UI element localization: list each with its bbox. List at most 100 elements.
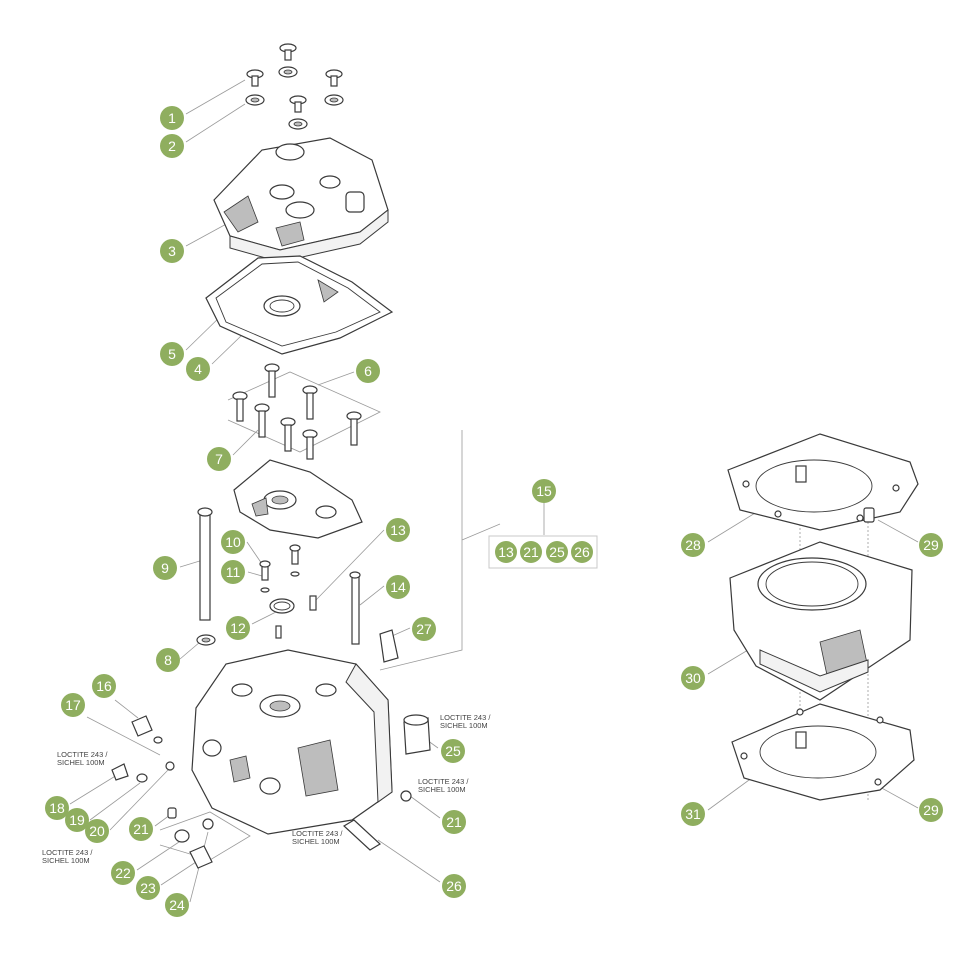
loctite-notes: LOCTITE 243 / SICHEL 100M LOCTITE 243 / … <box>42 713 491 865</box>
kit-item-label: 13 <box>498 544 514 560</box>
callout-20[interactable]: 20 <box>85 819 109 843</box>
callout-2[interactable]: 2 <box>160 134 184 158</box>
cylinder-head-stud <box>196 507 216 646</box>
callout-27[interactable]: 27 <box>412 617 436 641</box>
callout-28[interactable]: 28 <box>681 533 705 557</box>
callout-label: 14 <box>390 579 406 595</box>
callout-label: 31 <box>685 806 701 822</box>
callout-label: 30 <box>685 670 701 686</box>
note-n3-line1: LOCTITE 243 / <box>418 777 469 786</box>
callout-label: 11 <box>226 564 241 580</box>
kit-item-25[interactable]: 25 <box>546 541 568 563</box>
callout-label: 21 <box>133 821 149 837</box>
callout-label: 18 <box>49 800 65 816</box>
note-n3-line2: SICHEL 100M <box>418 785 466 794</box>
callout-24[interactable]: 24 <box>165 893 189 917</box>
kit-item-13[interactable]: 13 <box>495 541 517 563</box>
kit-item-label: 26 <box>574 544 590 560</box>
head-gasket <box>727 433 919 531</box>
note-n5-line2: SICHEL 100M <box>42 856 90 865</box>
cylinder-head <box>191 649 393 835</box>
cylinder <box>729 541 913 701</box>
callout-label: 23 <box>140 880 156 896</box>
cover-bolts-1 <box>245 43 344 130</box>
small-head-parts <box>259 544 317 639</box>
note-n1-line2: SICHEL 100M <box>440 721 488 730</box>
callout-14[interactable]: 14 <box>386 575 410 599</box>
head-fittings <box>111 715 412 869</box>
sleeve-and-tube <box>343 714 431 851</box>
callout-26[interactable]: 26 <box>442 874 466 898</box>
callout-label: 19 <box>69 812 85 828</box>
note-n1-line1: LOCTITE 243 / <box>440 713 491 722</box>
callout-22[interactable]: 22 <box>111 861 135 885</box>
callout-13[interactable]: 13 <box>386 518 410 542</box>
callout-8[interactable]: 8 <box>156 648 180 672</box>
callout-19[interactable]: 19 <box>65 808 89 832</box>
callout-10[interactable]: 10 <box>221 530 245 554</box>
callout-9[interactable]: 9 <box>153 556 177 580</box>
note-n4-line2: SICHEL 100M <box>292 837 340 846</box>
callout-label: 20 <box>89 823 105 839</box>
callout-label: 17 <box>65 697 81 713</box>
callout-23[interactable]: 23 <box>136 876 160 900</box>
callout-21b[interactable]: 21 <box>442 810 466 834</box>
stud-and-guide <box>349 571 399 663</box>
callout-label: 29 <box>923 537 939 553</box>
callout-label: 28 <box>685 537 701 553</box>
callout-15[interactable]: 15 <box>532 479 556 503</box>
kit-box: 13 21 25 26 <box>488 535 598 569</box>
camshaft-bolts <box>232 363 362 460</box>
callout-18[interactable]: 18 <box>45 796 69 820</box>
callout-label: 13 <box>390 522 406 538</box>
callout-label: 16 <box>96 678 112 694</box>
callout-31[interactable]: 31 <box>681 802 705 826</box>
leader-lines <box>69 79 919 903</box>
callout-21a[interactable]: 21 <box>129 817 153 841</box>
callout-label: 12 <box>230 620 246 636</box>
callout-3[interactable]: 3 <box>160 239 184 263</box>
callout-label: 24 <box>169 897 185 913</box>
callout-25[interactable]: 25 <box>441 739 465 763</box>
camshaft-bridge <box>233 459 363 539</box>
callout-label: 9 <box>161 560 169 576</box>
note-n2-line2: SICHEL 100M <box>57 758 105 767</box>
callouts: 1 2 3 4 5 6 7 8 9 10 11 12 13 14 15 16 1… <box>45 106 943 917</box>
kit-item-26[interactable]: 26 <box>571 541 593 563</box>
callout-label: 15 <box>536 483 552 499</box>
callout-29b[interactable]: 29 <box>919 798 943 822</box>
valve-cover <box>213 137 389 263</box>
callout-6[interactable]: 6 <box>356 359 380 383</box>
note-n4-line1: LOCTITE 243 / <box>292 829 343 838</box>
callout-label: 22 <box>115 865 131 881</box>
note-n2-line1: LOCTITE 243 / <box>57 750 108 759</box>
note-n5-line1: LOCTITE 243 / <box>42 848 93 857</box>
callout-label: 25 <box>445 743 461 759</box>
callout-label: 7 <box>215 451 223 467</box>
kit-item-label: 21 <box>523 544 539 560</box>
callout-label: 29 <box>923 802 939 818</box>
callout-29a[interactable]: 29 <box>919 533 943 557</box>
callout-label: 3 <box>168 243 176 259</box>
callout-label: 21 <box>446 814 462 830</box>
callout-17[interactable]: 17 <box>61 693 85 717</box>
callout-12[interactable]: 12 <box>226 616 250 640</box>
callout-label: 27 <box>416 621 432 637</box>
callout-label: 10 <box>225 534 241 550</box>
kit-item-21[interactable]: 21 <box>520 541 542 563</box>
callout-30[interactable]: 30 <box>681 666 705 690</box>
callout-label: 1 <box>168 110 176 126</box>
callout-11[interactable]: 11 <box>221 560 245 584</box>
callout-7[interactable]: 7 <box>207 447 231 471</box>
cover-gasket <box>205 255 394 355</box>
callout-1[interactable]: 1 <box>160 106 184 130</box>
callout-label: 4 <box>194 361 202 377</box>
kit-item-label: 25 <box>549 544 565 560</box>
callout-label: 2 <box>168 138 176 154</box>
callout-5[interactable]: 5 <box>160 342 184 366</box>
base-gasket <box>731 703 915 801</box>
callout-4[interactable]: 4 <box>186 357 210 381</box>
callout-label: 6 <box>364 363 372 379</box>
callout-16[interactable]: 16 <box>92 674 116 698</box>
